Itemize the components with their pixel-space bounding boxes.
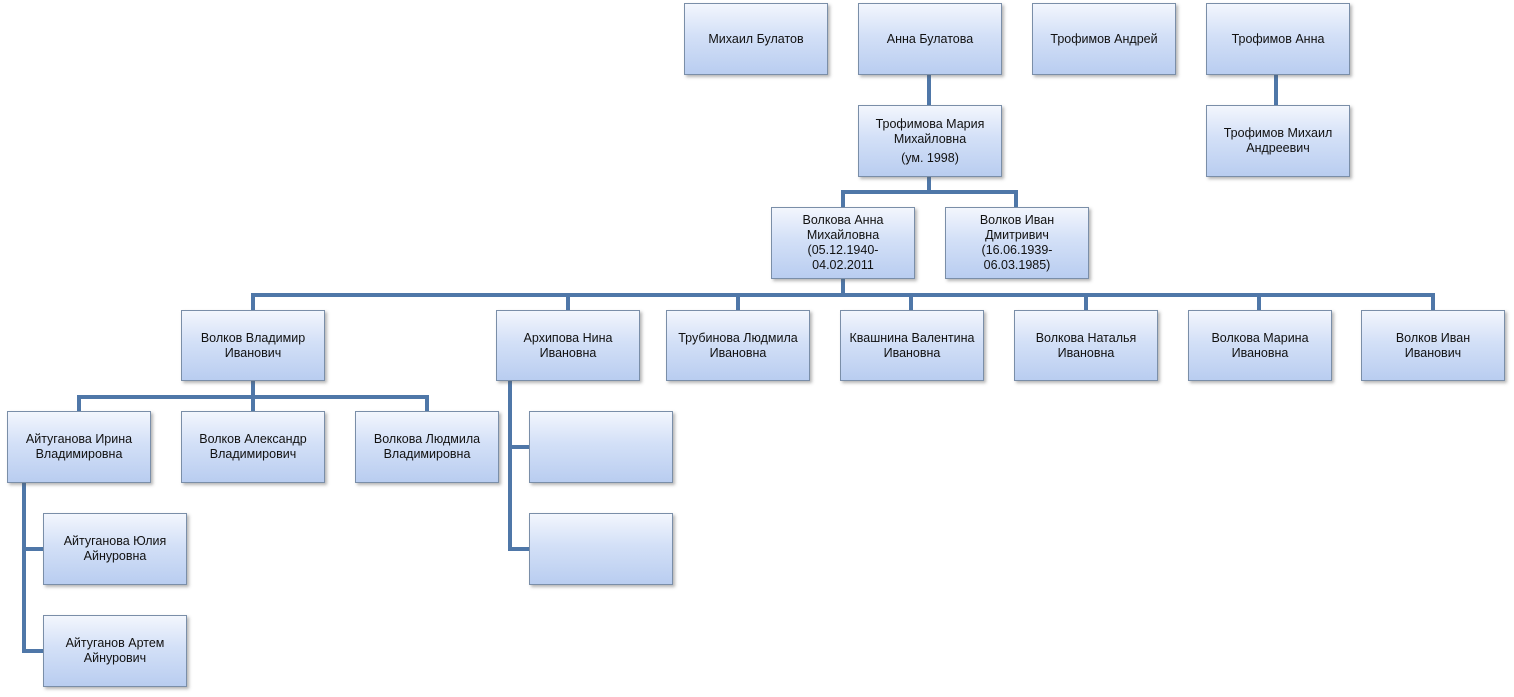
- node-label: Волкова Анна Михайловна (05.12.1940- 04.…: [802, 213, 884, 272]
- node-volkov-vladimir: Волков Владимир Иванович: [181, 310, 325, 381]
- node-trofimov-anna: Трофимов Анна: [1206, 3, 1350, 75]
- node-label: Айтуганова Юлия Айнуровна: [63, 534, 167, 563]
- node-trubinova-lyudmila: Трубинова Людмила Ивановна: [666, 310, 810, 381]
- node-empty-1: [529, 411, 673, 483]
- node-label: Трофимов Михаил Андреевич: [1223, 126, 1333, 155]
- node-empty-2: [529, 513, 673, 585]
- node-label: Айтуганов Артем Айнурович: [65, 636, 165, 665]
- node-volkova-lyudmila: Волкова Людмила Владимировна: [355, 411, 499, 483]
- node-label: Волков Иван Дмитривич (16.06.1939- 06.03…: [979, 213, 1055, 272]
- node-aytuganova-irina: Айтуганова Ирина Владимировна: [7, 411, 151, 483]
- node-label: Трофимов Андрей: [1050, 31, 1158, 46]
- node-label: Волкова Марина Ивановна: [1211, 330, 1309, 360]
- node-label: Волков Александр Владимирович: [199, 432, 307, 461]
- node-label: Айтуганова Ирина Владимировна: [25, 432, 133, 461]
- node-label: Волков Владимир Иванович: [200, 330, 306, 360]
- node-label: Трофимова Мария Михайловна: [875, 116, 985, 146]
- node-volkov-ivan-ivanovich: Волков Иван Иванович: [1361, 310, 1505, 381]
- node-anna-bulatova: Анна Булатова: [858, 3, 1002, 75]
- node-volkova-natalya: Волкова Наталья Ивановна: [1014, 310, 1158, 381]
- node-volkov-ivan-dmitrivich: Волков Иван Дмитривич (16.06.1939- 06.03…: [945, 207, 1089, 279]
- node-label: Архипова Нина Ивановна: [523, 330, 613, 360]
- node-kvashnina-valentina: Квашнина Валентина Ивановна: [840, 310, 984, 381]
- node-aytuganov-artem: Айтуганов Артем Айнурович: [43, 615, 187, 687]
- node-label: Трофимов Анна: [1231, 31, 1325, 46]
- node-label: Михаил Булатов: [708, 31, 804, 46]
- node-label: Волков Иван Иванович: [1395, 330, 1471, 360]
- node-volkova-marina: Волкова Марина Ивановна: [1188, 310, 1332, 381]
- node-volkova-anna: Волкова Анна Михайловна (05.12.1940- 04.…: [771, 207, 915, 279]
- node-trofimov-mikhail: Трофимов Михаил Андреевич: [1206, 105, 1350, 177]
- node-mikhail-bulatov: Михаил Булатов: [684, 3, 828, 75]
- node-trofimov-andrey: Трофимов Андрей: [1032, 3, 1176, 75]
- node-aytuganova-yulia: Айтуганова Юлия Айнуровна: [43, 513, 187, 585]
- node-label: Квашнина Валентина Ивановна: [849, 330, 975, 360]
- node-trofimova-maria: Трофимова Мария Михайловна (ум. 1998): [858, 105, 1002, 177]
- node-label: Волкова Наталья Ивановна: [1035, 330, 1137, 360]
- node-note: (ум. 1998): [901, 150, 959, 165]
- node-volkov-aleksandr: Волков Александр Владимирович: [181, 411, 325, 483]
- node-label: Трубинова Людмила Ивановна: [678, 330, 798, 360]
- node-arkhipova-nina: Архипова Нина Ивановна: [496, 310, 640, 381]
- node-label: Анна Булатова: [886, 31, 974, 46]
- node-label: Волкова Людмила Владимировна: [373, 432, 481, 461]
